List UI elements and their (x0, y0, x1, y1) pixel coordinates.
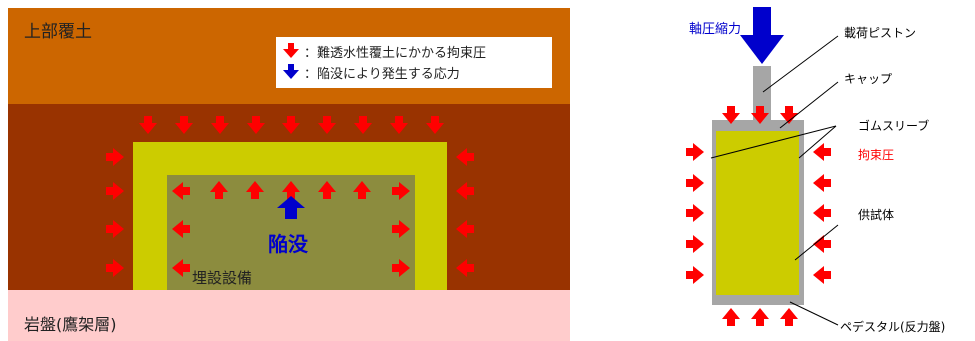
rubber-sleeve-label: ゴムスリーブ (858, 118, 929, 133)
axial-compression-label: 軸圧縮力 (689, 21, 741, 37)
legend: ：難透水性覆土にかかる拘束圧 ：陥没により発生する応力 (276, 37, 552, 88)
legend-red-arrow-icon (283, 43, 299, 58)
confining-pressure-label: 拘束圧 (858, 148, 894, 162)
buried-facility-label: 埋設設備 (192, 269, 252, 287)
axial-compression-arrow-icon (740, 7, 784, 64)
bedrock-label: 岩盤(鷹架層) (24, 315, 117, 334)
legend-red-item: ：難透水性覆土にかかる拘束圧 (304, 46, 486, 61)
collapse-label: 陥没 (268, 232, 309, 256)
right-diagram: 軸圧縮力 (686, 7, 945, 334)
legend-box (276, 37, 552, 88)
collapse-stress-arrow-icon (277, 196, 305, 219)
confining-arrows-left-side (686, 143, 704, 284)
confining-arrows-right-side (813, 143, 831, 284)
legend-blue-item: ：陥没により発生する応力 (304, 67, 460, 82)
upper-cover-label: 上部覆土 (24, 22, 92, 42)
specimen-label: 供試体 (858, 207, 894, 222)
confining-arrows-top (139, 116, 444, 134)
bedrock-layer (8, 290, 570, 341)
loading-piston-label: 載荷ピストン (844, 26, 916, 40)
left-diagram: 上部覆土 ：難透水性覆土にかかる拘束圧 ：陥没により発生する応力 (8, 8, 570, 341)
specimen (716, 131, 799, 295)
legend-blue-arrow-icon (283, 64, 299, 79)
pedestal-arrows-bottom (722, 308, 798, 326)
pedestal-label: ペデスタル(反力盤) (840, 319, 945, 334)
cap-label: キャップ (844, 72, 892, 86)
leader-lines (710, 35, 839, 326)
